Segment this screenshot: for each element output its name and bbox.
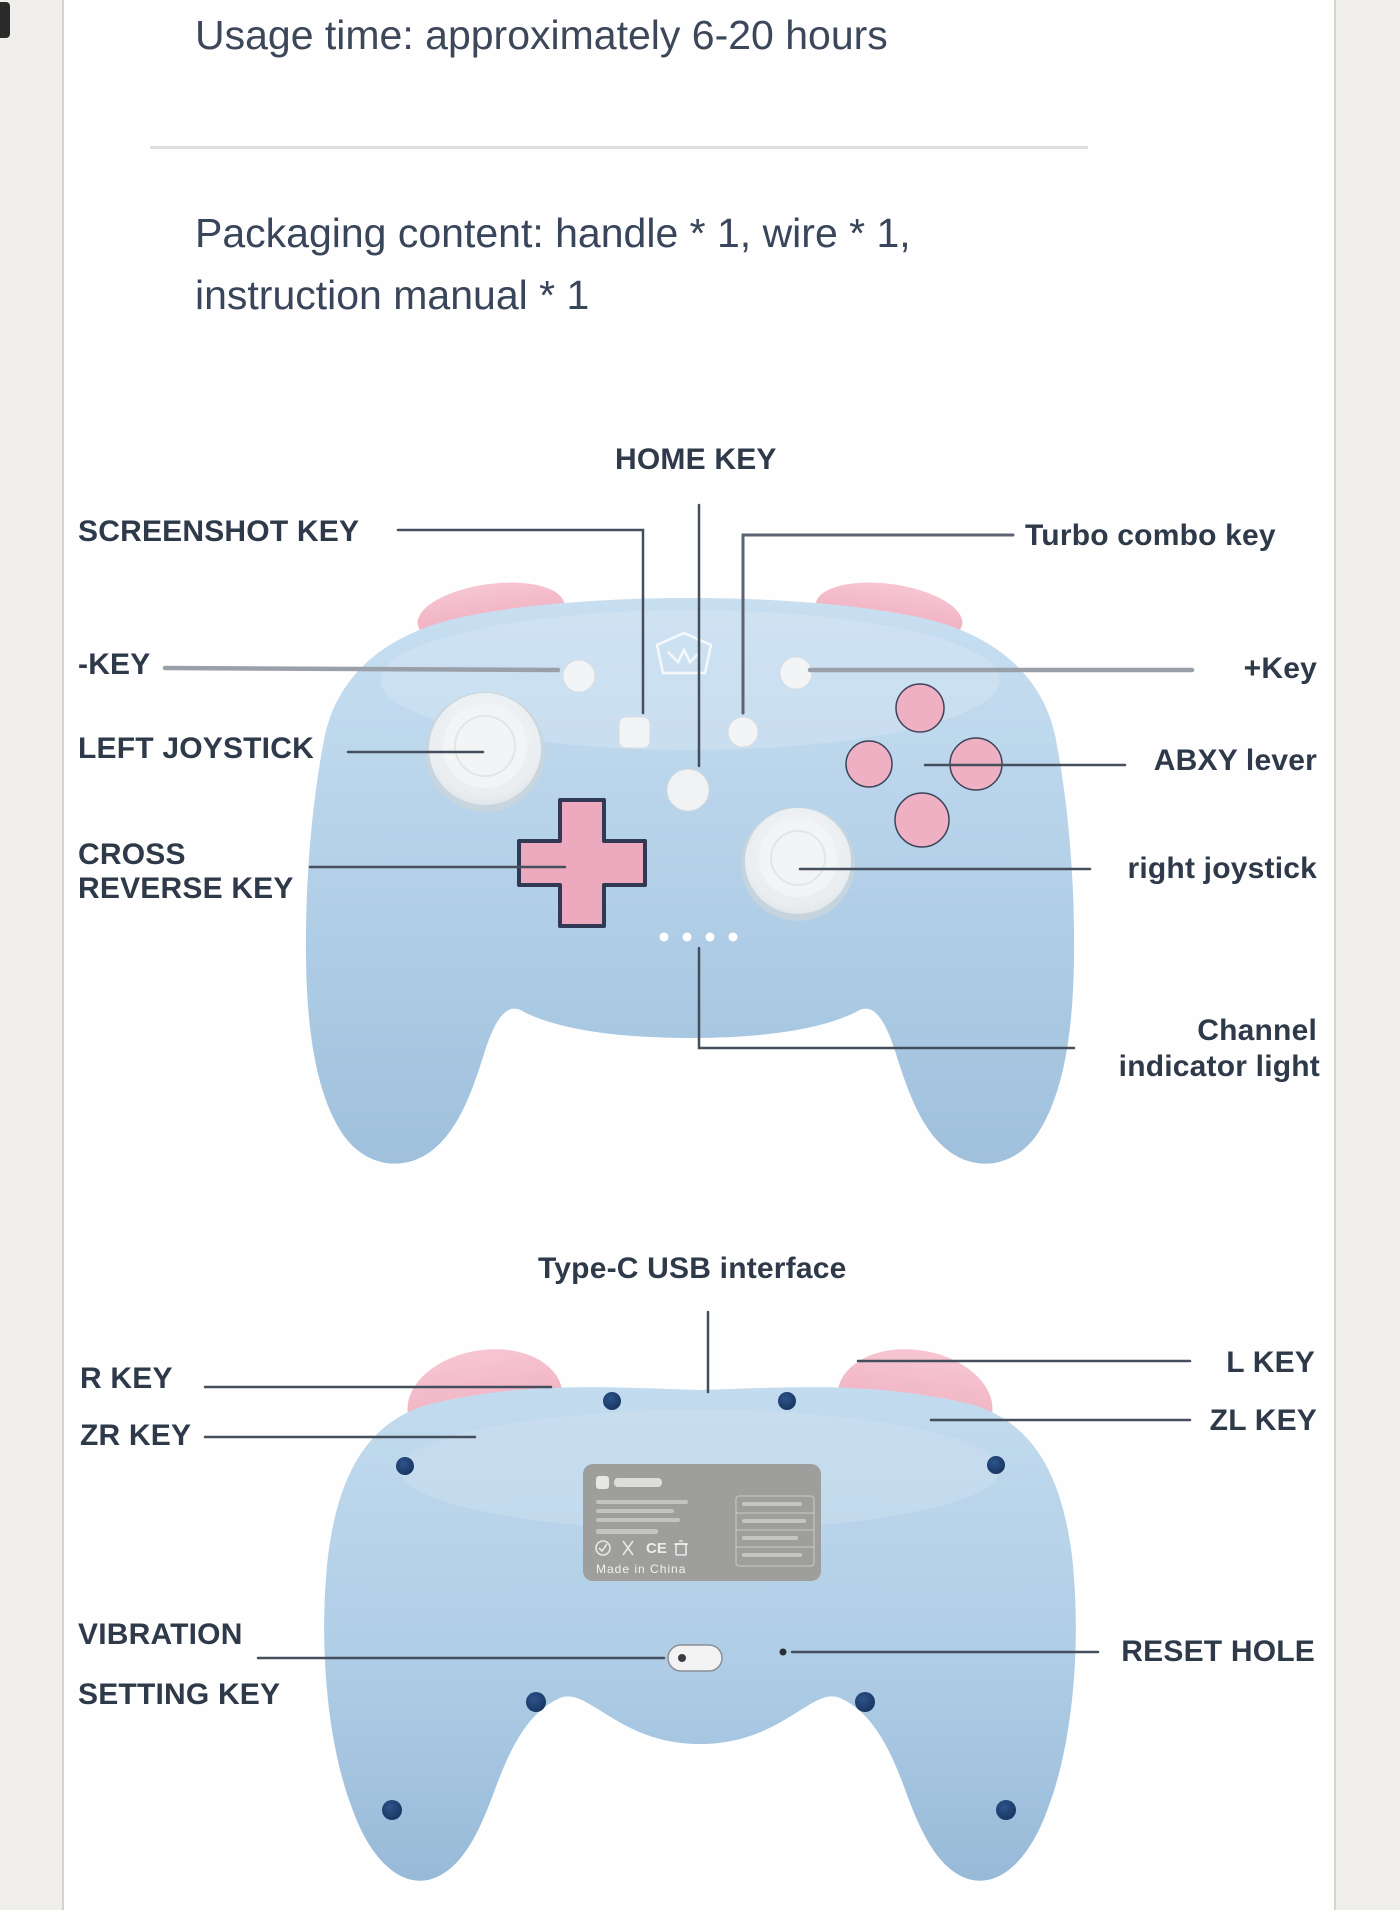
screw-grip-right (996, 1800, 1016, 1820)
packaging-text-line2: instruction manual * 1 (195, 272, 590, 318)
cert-check-icon (595, 1540, 611, 1556)
cert-x-icon (622, 1540, 634, 1556)
corner-mark (0, 2, 10, 38)
label-right-joystick: right joystick (1127, 852, 1317, 885)
label-channel-line2: indicator light (1118, 1050, 1320, 1083)
label-left-joystick: LEFT JOYSTICK (78, 732, 314, 765)
leader-screenshot-key (396, 528, 645, 715)
section-divider (150, 146, 1088, 149)
right-joystick-control (741, 807, 855, 921)
label-zl-key: ZL KEY (1209, 1404, 1317, 1437)
abxy-top-button (895, 683, 945, 733)
leader-channel-indicator (697, 946, 1076, 1050)
screw-side-right (987, 1456, 1005, 1474)
leader-turbo-combo-key (741, 533, 1015, 715)
left-joystick-control (425, 692, 545, 812)
screw-inner-left (526, 1692, 546, 1712)
label-plus-key: +Key (1243, 652, 1317, 685)
front-view (305, 582, 1075, 1164)
label-screenshot-key: SCREENSHOT KEY (78, 515, 360, 548)
turbo-key-button (727, 716, 759, 748)
cert-bin-icon (674, 1540, 688, 1556)
label-zr-key: ZR KEY (80, 1419, 192, 1452)
left-border (62, 0, 64, 1910)
leader-minus-key (162, 665, 561, 673)
plate-logo-text (614, 1478, 662, 1487)
screw-top-left (603, 1392, 621, 1410)
plus-key-button (779, 656, 813, 690)
label-vibration-line2: SETTING KEY (78, 1678, 281, 1711)
vibration-setting-button (667, 1644, 723, 1672)
home-key-button (666, 768, 710, 812)
plate-made-in-china: Made in China (596, 1562, 687, 1576)
right-border (1334, 0, 1336, 1910)
label-cross-reverse-line2: REVERSE KEY (78, 872, 294, 905)
label-cross-reverse-line1: CROSS (78, 838, 186, 871)
plate-right-text (742, 1502, 806, 1557)
plate-right-table (735, 1495, 815, 1567)
dpad-cross (517, 798, 647, 928)
plate-cert-icons (595, 1540, 688, 1556)
label-minus-key: -KEY (78, 648, 151, 681)
label-turbo-combo-key: Turbo combo key (1025, 519, 1276, 552)
abxy-left-button (845, 740, 893, 788)
channel-indicator-lights (659, 932, 738, 942)
back-screws (382, 1392, 1016, 1820)
reset-hole (779, 1648, 787, 1656)
plate-ce-mark: CE (646, 1540, 667, 1557)
screenshot-key-button (618, 716, 651, 749)
screw-side-left (396, 1457, 414, 1475)
label-home-key: HOME KEY (615, 443, 777, 476)
label-vibration-line1: VIBRATION (78, 1618, 243, 1651)
back-view (324, 1349, 1076, 1881)
label-abxy-lever: ABXY lever (1153, 744, 1317, 777)
leader-lines (162, 503, 1195, 1660)
label-channel-line1: Channel (1197, 1014, 1317, 1047)
plate-logo-icon (596, 1476, 609, 1489)
minus-key-button (562, 659, 596, 693)
screw-grip-left (382, 1800, 402, 1820)
label-r-key: R KEY (80, 1362, 173, 1395)
spec-label-plate (583, 1464, 821, 1581)
screw-inner-right (855, 1692, 875, 1712)
screw-top-right (778, 1392, 796, 1410)
usage-time-text: Usage time: approximately 6-20 hours (195, 12, 888, 58)
packaging-text-line1: Packaging content: handle * 1, wire * 1, (195, 210, 911, 256)
label-reset-hole: RESET HOLE (1121, 1635, 1315, 1668)
abxy-bottom-button (894, 792, 950, 848)
label-l-key: L KEY (1226, 1346, 1315, 1379)
label-type-c: Type-C USB interface (538, 1252, 847, 1285)
brand-logo (655, 631, 713, 675)
back-body (324, 1387, 1076, 1881)
plate-text-lines (596, 1500, 688, 1534)
front-body-highlight (380, 610, 1000, 750)
